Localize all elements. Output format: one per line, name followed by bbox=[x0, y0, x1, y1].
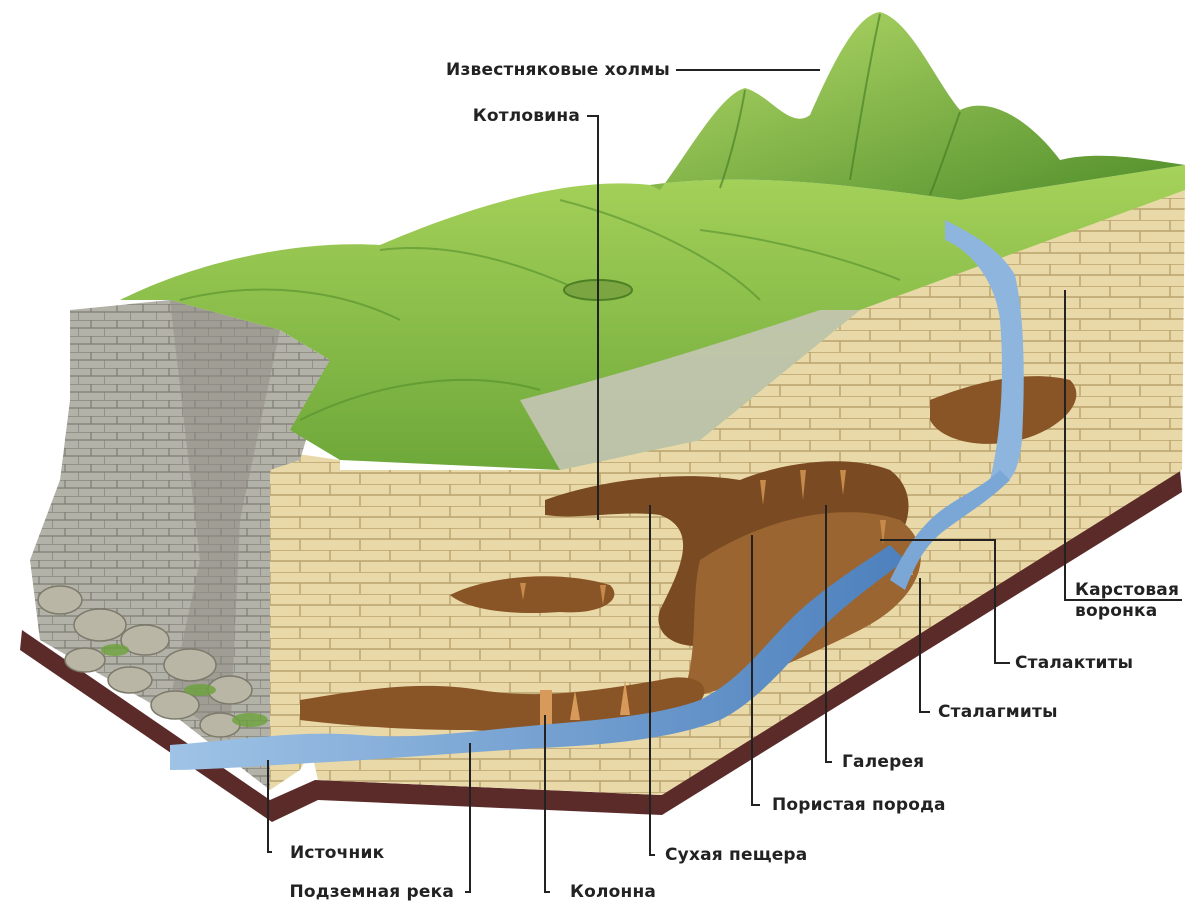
label-dry-cave: Сухая пещера bbox=[665, 845, 807, 865]
label-spring: Источник bbox=[290, 843, 384, 863]
label-column: Колонна bbox=[570, 882, 656, 902]
label-underground-river: Подземная река bbox=[200, 882, 454, 902]
limestone-hills bbox=[650, 12, 1185, 200]
label-gallery: Галерея bbox=[842, 752, 924, 772]
label-karst-sinkhole: Карстовая воронка bbox=[1075, 580, 1195, 622]
label-hollow: Котловина bbox=[380, 106, 580, 126]
label-limestone-hills: Известняковые холмы bbox=[330, 60, 670, 80]
label-stalagmites: Сталагмиты bbox=[938, 702, 1058, 722]
label-stalactites: Сталактиты bbox=[1015, 653, 1133, 673]
label-porous-rock: Пористая порода bbox=[772, 795, 946, 815]
